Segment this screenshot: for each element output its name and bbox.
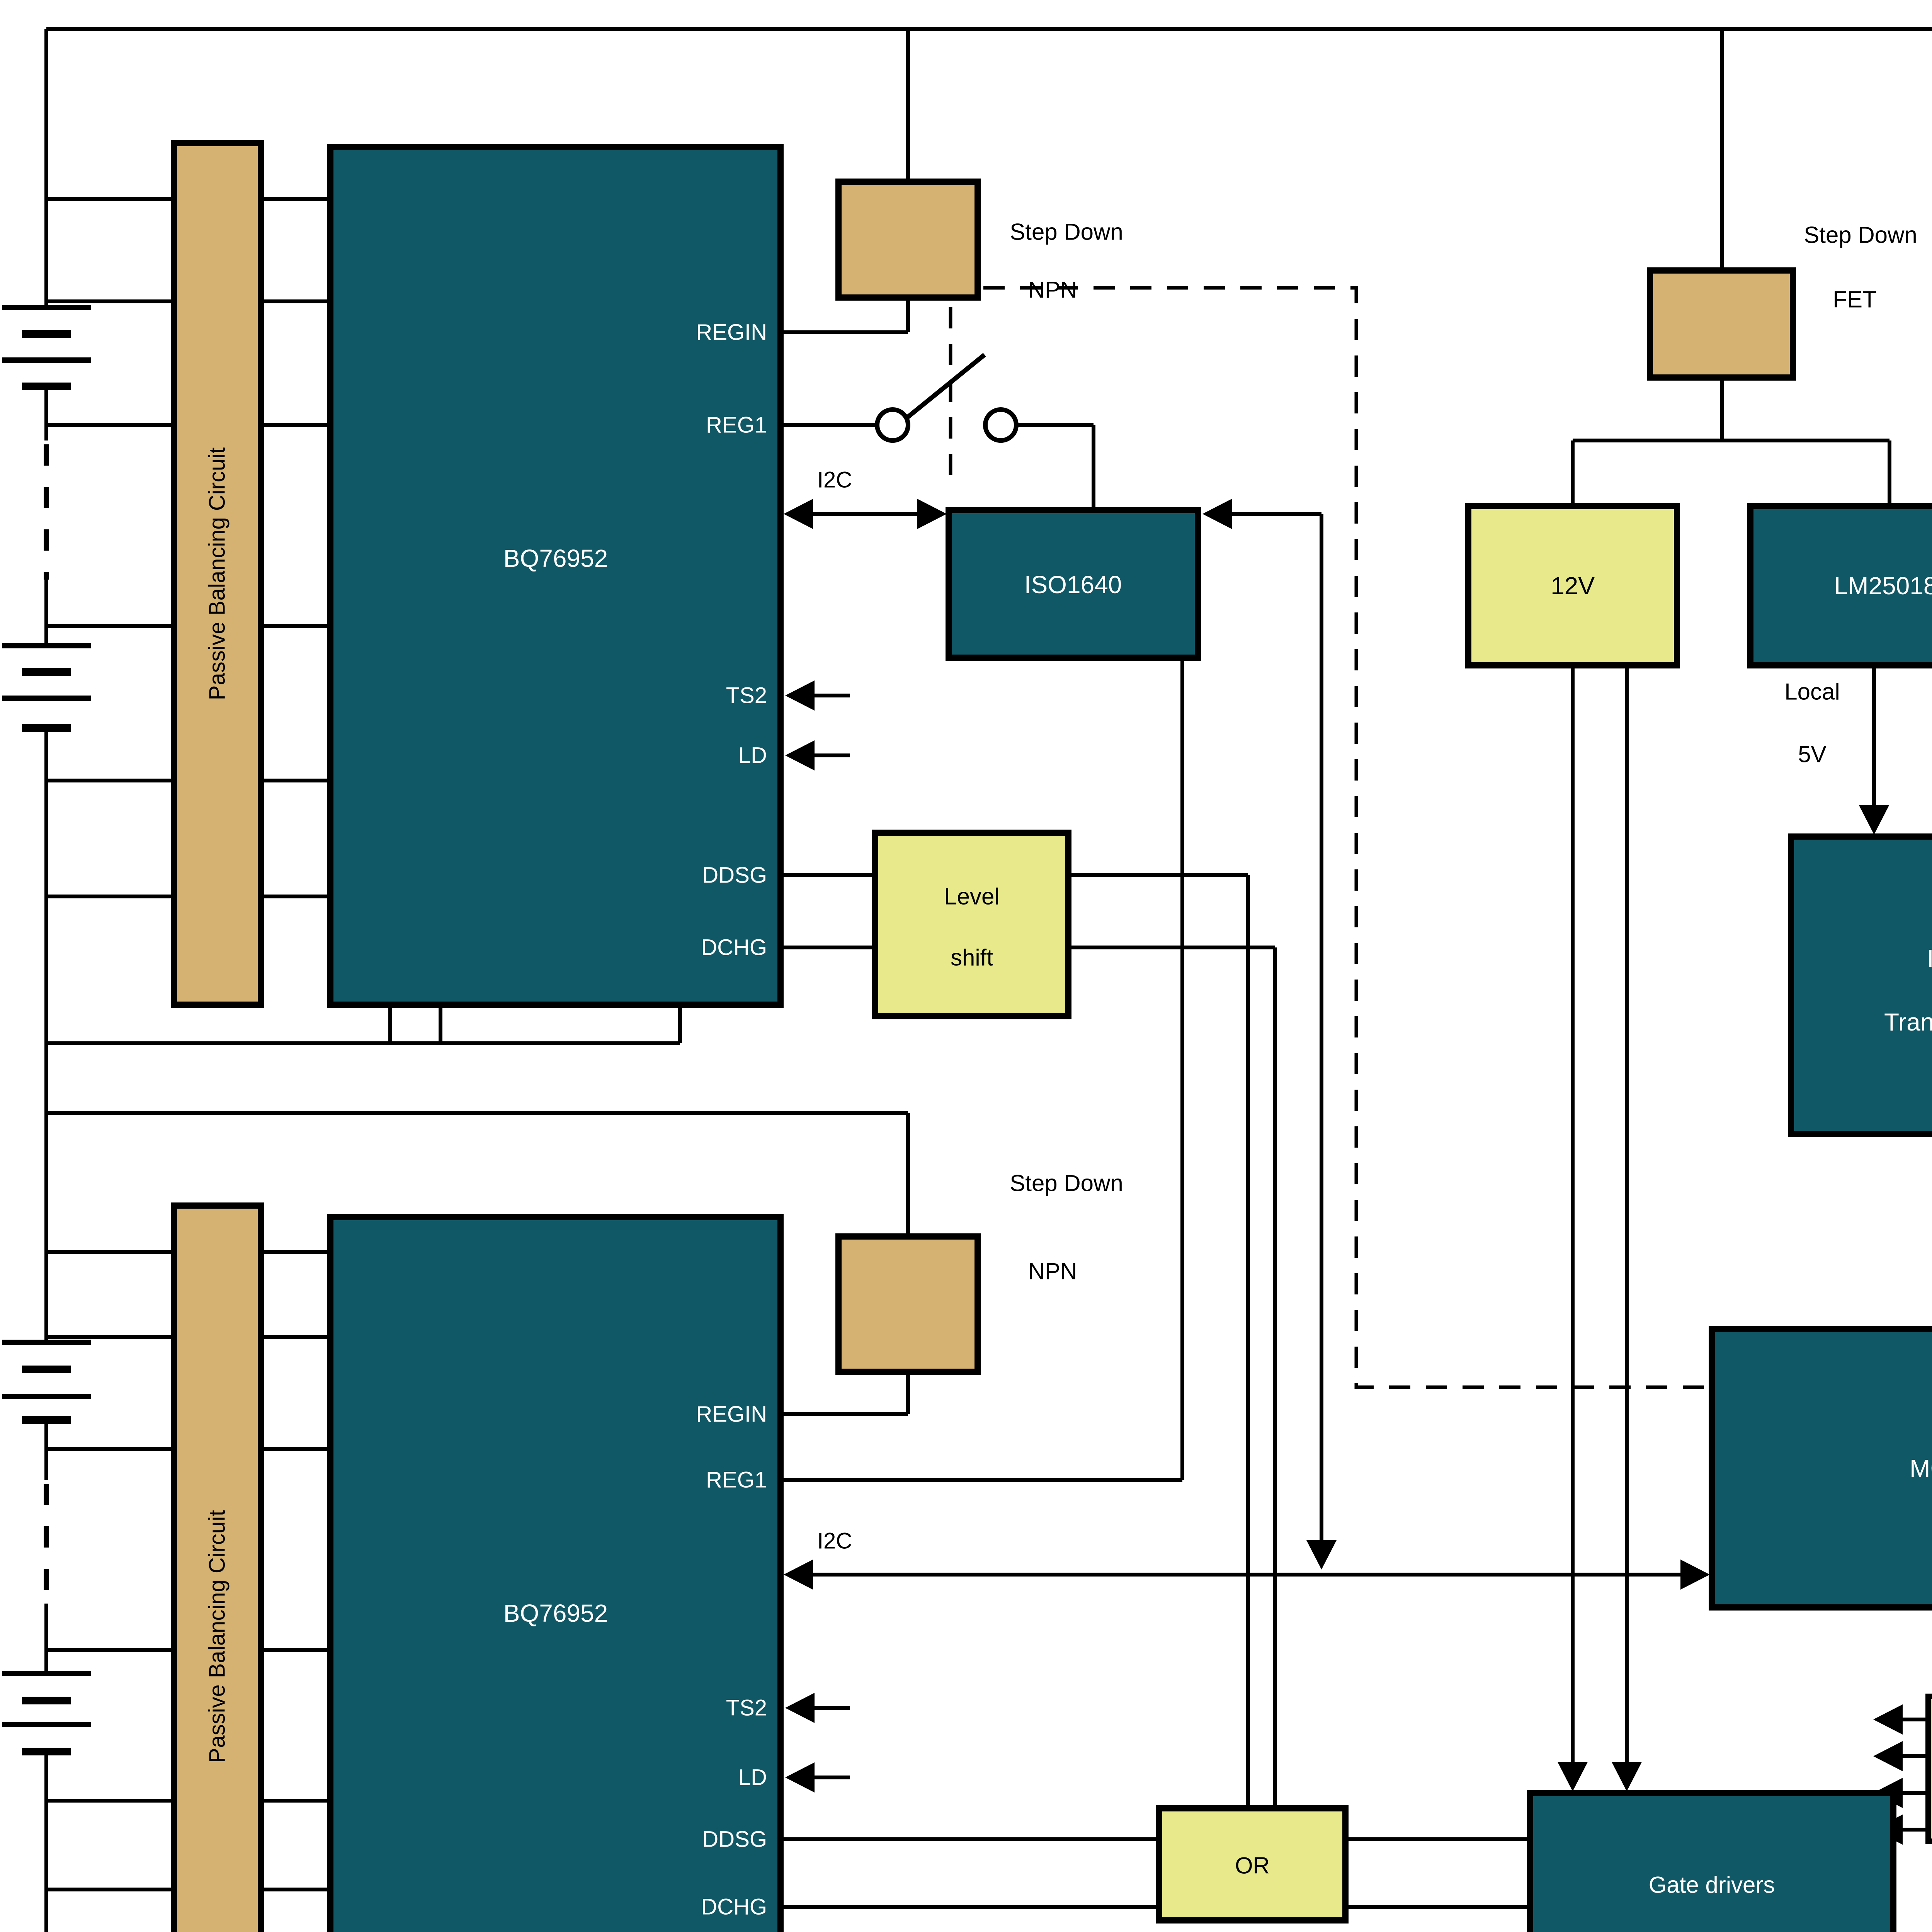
i2c-bottom-label: I2C	[817, 1529, 852, 1554]
lm25018-label: LM25018	[1834, 572, 1932, 600]
iso-transceiver-label-line2: Transceiver	[1884, 1008, 1932, 1036]
ts2-bottom-arrow	[785, 1693, 815, 1723]
iso1640-label: ISO1640	[1024, 571, 1122, 599]
bq2-pin-ld: LD	[738, 1765, 767, 1790]
battery-long-plates	[2, 305, 91, 1727]
passive-balancing-box-2	[171, 1202, 264, 1932]
wires	[44, 27, 1932, 1932]
bq2-label: BQ76952	[503, 1599, 608, 1627]
gate-drivers-label-line1: Gate drivers	[1649, 1872, 1775, 1898]
bq2-pin-dchg: DCHG	[701, 1895, 767, 1920]
passive-balancing-label-2: Passive Balancing Circuit	[205, 1510, 230, 1763]
ts2-top-arrow	[785, 680, 815, 711]
local-5v-line2: 5V	[1798, 742, 1826, 767]
iso-transceiver-label-line1: ISO	[1927, 944, 1932, 972]
wake-arrow-1	[1873, 1704, 1903, 1735]
step-down-fet-line2: FET	[1833, 287, 1876, 313]
reg1-switch	[875, 353, 1019, 443]
or-gate-box	[1156, 1805, 1349, 1923]
or-gate-label: OR	[1235, 1853, 1270, 1879]
i2c-top-right-arrow	[917, 499, 947, 529]
bq1-label: BQ76952	[503, 544, 608, 572]
step-down-npn1-line1: Step Down	[1010, 219, 1123, 245]
bq2-pin-ts2: TS2	[726, 1696, 767, 1721]
iso1640-right-arrow	[1202, 499, 1232, 529]
wake-arrow-2	[1873, 1741, 1903, 1771]
mcu-box	[1709, 1326, 1932, 1611]
level-shift-box	[872, 830, 1071, 1019]
step-down-npn1-line2: NPN	[1028, 277, 1077, 303]
step-down-npn2-line2: NPN	[1028, 1259, 1077, 1284]
bq2-pin-regin: REGIN	[696, 1402, 767, 1427]
step-down-npn2-line1: Step Down	[1010, 1170, 1123, 1196]
bq1-pin-regin: REGIN	[696, 320, 767, 345]
bq76952-box-1	[327, 144, 784, 1008]
bq76952-box-2	[327, 1214, 784, 1932]
switch-blade	[905, 353, 986, 420]
bq1-pin-reg1: REG1	[706, 413, 767, 438]
iso-transceiver-box	[1788, 833, 1932, 1137]
wake-ld-box	[1925, 1694, 1932, 1844]
bq2-pin-ddsg: DDSG	[702, 1827, 767, 1852]
i2c-branch-down-arrow	[1306, 1540, 1337, 1570]
bq1-pin-ddsg: DDSG	[702, 863, 767, 888]
step-down-npn-box-2	[835, 1233, 981, 1375]
local-5v-line1: Local	[1784, 679, 1840, 705]
passive-balancing-box-1	[171, 140, 264, 1008]
level-shift-label-line1: Level	[944, 884, 999, 910]
isolation-dashed-line	[949, 286, 1708, 1389]
bq1-pin-dchg: DCHG	[701, 935, 767, 960]
level-shift-label-line2: shift	[951, 945, 993, 971]
supply-to-gatedriver-arrow-1	[1558, 1762, 1588, 1791]
switch-contact-right	[983, 407, 1019, 443]
ld-bottom-arrow	[785, 1762, 815, 1793]
step-down-fet-box	[1647, 267, 1796, 381]
i2c-bottom-right-arrow	[1680, 1560, 1710, 1590]
i2c-bottom-left-arrow	[784, 1560, 813, 1590]
supply-to-gatedriver-arrow-2	[1612, 1762, 1642, 1791]
step-down-npn-box-1	[835, 179, 981, 301]
mcu-label: MCU	[1910, 1454, 1932, 1482]
lm25018-box	[1747, 503, 1932, 668]
bq1-pin-ld: LD	[738, 743, 767, 768]
gate-drivers-box	[1527, 1790, 1896, 1932]
bq1-pin-ts2: TS2	[726, 683, 767, 708]
switch-contact-left	[875, 407, 910, 443]
battery-short-plates	[22, 330, 71, 1755]
i2c-top-label: I2C	[817, 468, 852, 493]
bq2-pin-reg1: REG1	[706, 1468, 767, 1493]
arrowheads	[784, 499, 1903, 1845]
supply-12v-label: 12V	[1551, 572, 1595, 600]
i2c-top-left-arrow	[784, 499, 813, 529]
step-down-fet-line1: Step Down	[1804, 222, 1917, 248]
local-5v-arrow	[1859, 805, 1889, 835]
passive-balancing-label-1: Passive Balancing Circuit	[205, 447, 230, 700]
supply-12v-box	[1465, 503, 1680, 668]
iso1640-box	[946, 507, 1201, 661]
ld-top-arrow	[785, 740, 815, 770]
